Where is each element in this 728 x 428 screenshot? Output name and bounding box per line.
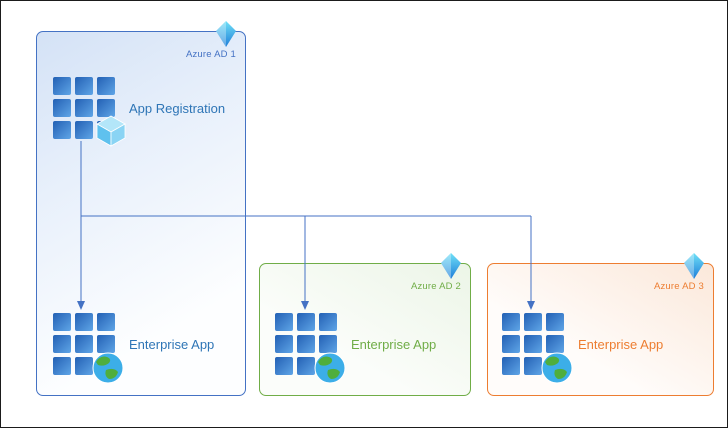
app-registration-label: App Registration — [129, 100, 226, 116]
enterprise-app-label-1: Enterprise App — [129, 336, 215, 352]
azure-ad-icon — [216, 21, 236, 47]
tenant-label: Azure AD 3 — [653, 281, 704, 292]
globe-icon — [314, 352, 346, 384]
tenant-label: Azure AD 2 — [410, 281, 461, 292]
globe-icon — [541, 352, 573, 384]
app-grid-icon — [53, 77, 126, 147]
app-grid-icon — [275, 313, 346, 384]
app-grid-icon — [53, 313, 124, 384]
enterprise-app-node-3: Enterprise App — [502, 313, 664, 384]
tenant-box-azure-ad-2: Azure AD 2 Enterprise App — [259, 253, 471, 396]
azure-ad-icon — [684, 253, 704, 279]
cube-icon — [96, 115, 126, 147]
globe-icon — [92, 352, 124, 384]
azure-ad-icon — [441, 253, 461, 279]
tenant-box-azure-ad-1: Azure AD 1 App Registration — [36, 21, 246, 396]
app-registration-node: App Registration — [53, 77, 226, 147]
app-grid-icon — [502, 313, 573, 384]
enterprise-app-label-3: Enterprise App — [578, 336, 664, 352]
tenant-box-azure-ad-3: Azure AD 3 Enterprise App — [487, 253, 714, 396]
tenant-label: Azure AD 1 — [185, 49, 236, 60]
enterprise-app-label-2: Enterprise App — [351, 336, 437, 352]
enterprise-app-node-2: Enterprise App — [275, 313, 437, 384]
enterprise-app-node-1: Enterprise App — [53, 313, 215, 384]
